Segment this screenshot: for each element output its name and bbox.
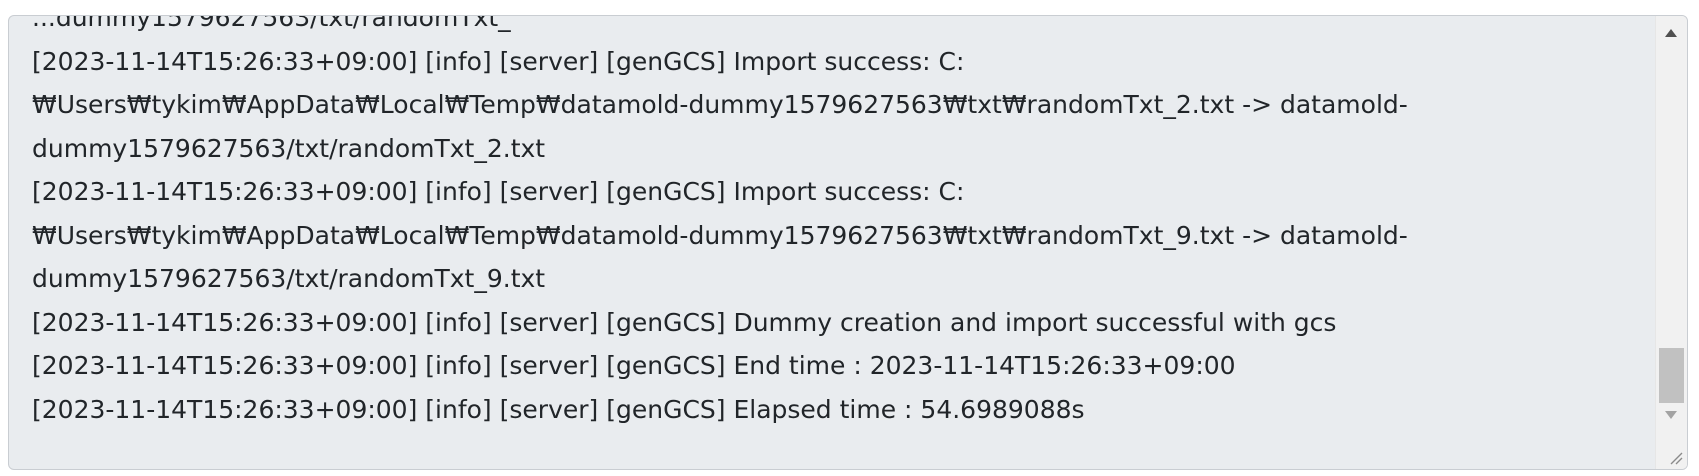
log-line: [2023-11-14T15:26:33+09:00] [info] [serv…	[32, 177, 1408, 293]
log-content: ...dummy1579627563/txt/randomTxt_ [2023-…	[32, 16, 1647, 469]
log-line: [2023-11-14T15:26:33+09:00] [info] [serv…	[32, 351, 1236, 380]
log-line: [2023-11-14T15:26:33+09:00] [info] [serv…	[32, 394, 1085, 424]
log-line-partial: ...dummy1579627563/txt/randomTxt_	[32, 16, 511, 32]
scroll-thumb[interactable]	[1659, 348, 1684, 403]
resize-grip-icon	[1670, 452, 1683, 465]
log-line: [2023-11-14T15:26:33+09:00] [info] [serv…	[32, 46, 1408, 163]
log-textarea[interactable]: ...dummy1579627563/txt/randomTxt_ [2023-…	[8, 15, 1688, 470]
log-line: [2023-11-14T15:26:33+09:00] [info] [serv…	[32, 307, 1337, 337]
vertical-scrollbar[interactable]	[1655, 16, 1687, 469]
scroll-down-arrow-icon[interactable]	[1665, 411, 1677, 419]
resize-handle[interactable]	[1656, 438, 1687, 469]
scroll-up-arrow-icon[interactable]	[1665, 29, 1677, 37]
